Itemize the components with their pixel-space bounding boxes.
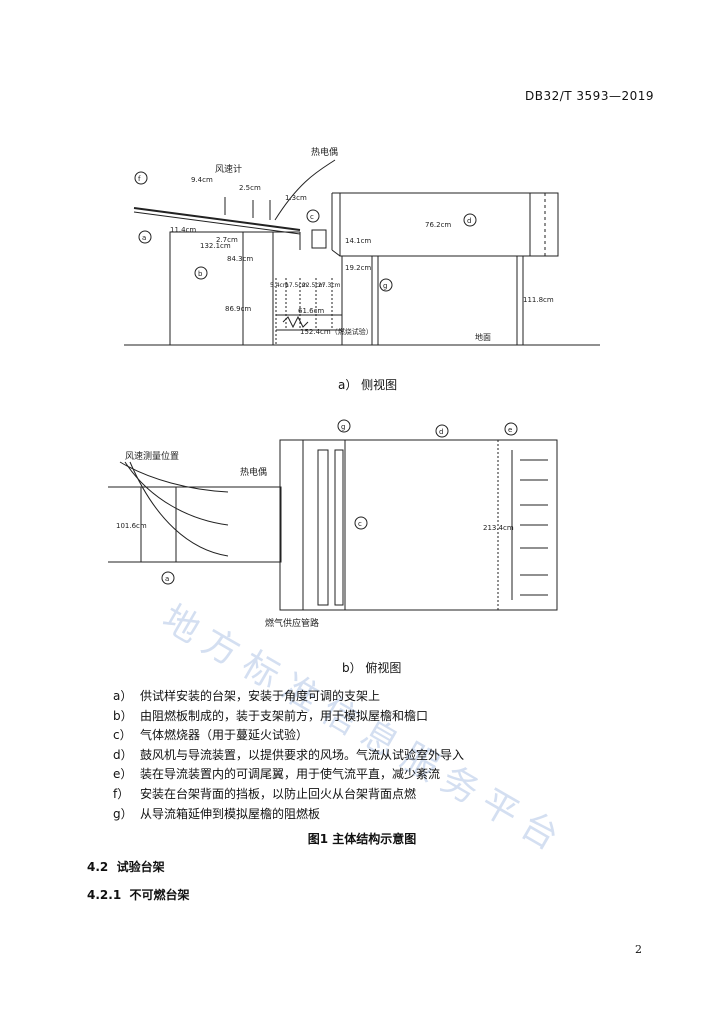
svg-text:213.4cm: 213.4cm <box>483 524 514 532</box>
svg-text:1.3cm: 1.3cm <box>285 194 307 202</box>
eave-block <box>169 231 274 346</box>
svg-text:g: g <box>341 423 345 431</box>
svg-text:86.9cm: 86.9cm <box>225 305 251 313</box>
svg-text:c: c <box>310 213 314 221</box>
svg-text:76.2cm: 76.2cm <box>425 221 451 229</box>
svg-text:2.7cm: 2.7cm <box>216 236 238 244</box>
svg-text:a: a <box>165 575 169 583</box>
legend-item: d）鼓风机与导流装置，以提供要求的风场。气流从试验室外导入 <box>113 747 465 762</box>
svg-text:27.3cm: 27.3cm <box>318 282 341 289</box>
svg-text:燃气供应管路: 燃气供应管路 <box>265 617 319 629</box>
svg-text:b: b <box>198 270 203 278</box>
subsection-heading: 4.2.1 不可燃台架 <box>87 888 190 902</box>
top-view-figure: 风速测量位置 热电偶 101.6cm 213.4cm 燃气供应管路 g d e … <box>108 419 558 629</box>
svg-text:61.6cm: 61.6cm <box>298 307 324 315</box>
svg-text:风速测量位置: 风速测量位置 <box>125 450 179 462</box>
label-anemometer: 风速计 <box>215 163 242 175</box>
side-view-figure: 热电偶 风速计 9.4cm 2.5cm 1.3cm 11.4cm 2.7cm 1… <box>124 146 600 346</box>
svg-text:a: a <box>142 234 146 242</box>
svg-text:22.5cm: 22.5cm <box>302 282 325 289</box>
side-view-caption: a） 侧视图 <box>338 378 398 392</box>
figure-title: 图1 主体结构示意图 <box>307 832 417 846</box>
legend-item: e）装在导流装置内的可调尾翼，用于使气流平直，减少紊流 <box>113 767 441 782</box>
page-number: 2 <box>635 943 642 956</box>
svg-text:c: c <box>358 520 362 528</box>
svg-text:11.4cm: 11.4cm <box>170 226 196 234</box>
svg-text:17.5cm: 17.5cm <box>285 282 308 289</box>
legend-item: c）气体燃烧器（用于蔓延火试验） <box>113 728 309 743</box>
svg-text:地面: 地面 <box>475 332 491 342</box>
svg-text:e: e <box>508 426 512 434</box>
svg-text:14.1cm: 14.1cm <box>345 237 371 245</box>
document-code: DB32/T 3593—2019 <box>524 89 654 103</box>
svg-text:g: g <box>383 282 387 290</box>
legend-item: a）供试样安装的台架，安装于角度可调的支架上 <box>113 689 381 703</box>
svg-text:132.1cm: 132.1cm <box>200 242 231 250</box>
svg-text:热电偶: 热电偶 <box>240 466 267 478</box>
svg-text:101.6cm: 101.6cm <box>116 522 147 530</box>
svg-text:84.3cm: 84.3cm <box>227 255 253 263</box>
svg-text:d: d <box>439 428 443 436</box>
top-frame <box>279 439 558 611</box>
svg-text:9.4cm: 9.4cm <box>191 176 213 184</box>
specimen-area <box>140 486 282 563</box>
legend-list: a）供试样安装的台架，安装于角度可调的支架上 b）由阻燃板制成的，装于支架前方，… <box>113 687 464 824</box>
top-view-caption: b） 俯视图 <box>342 661 402 675</box>
legend-item: f）安装在台架背面的挡板，以防止回火从台架背面点燃 <box>113 786 417 801</box>
svg-text:19.2cm: 19.2cm <box>345 264 371 272</box>
svg-text:d: d <box>467 217 471 225</box>
svg-text:f: f <box>138 175 141 183</box>
section-heading: 4.2 试验台架 <box>87 860 165 874</box>
svg-text:5.4cm: 5.4cm <box>270 282 289 289</box>
svg-text:152.4cm（燃烧试验）: 152.4cm（燃烧试验） <box>300 327 373 336</box>
legend-item: g）从导流箱延伸到模拟屋檐的阻燃板 <box>113 806 321 821</box>
label-thermocouple: 热电偶 <box>311 146 338 158</box>
svg-text:111.8cm: 111.8cm <box>523 296 554 304</box>
blower-box <box>339 192 559 257</box>
svg-text:2.5cm: 2.5cm <box>239 184 261 192</box>
legend-item: b）由阻燃板制成的，装于支架前方，用于模拟屋檐和檐口 <box>113 708 429 723</box>
